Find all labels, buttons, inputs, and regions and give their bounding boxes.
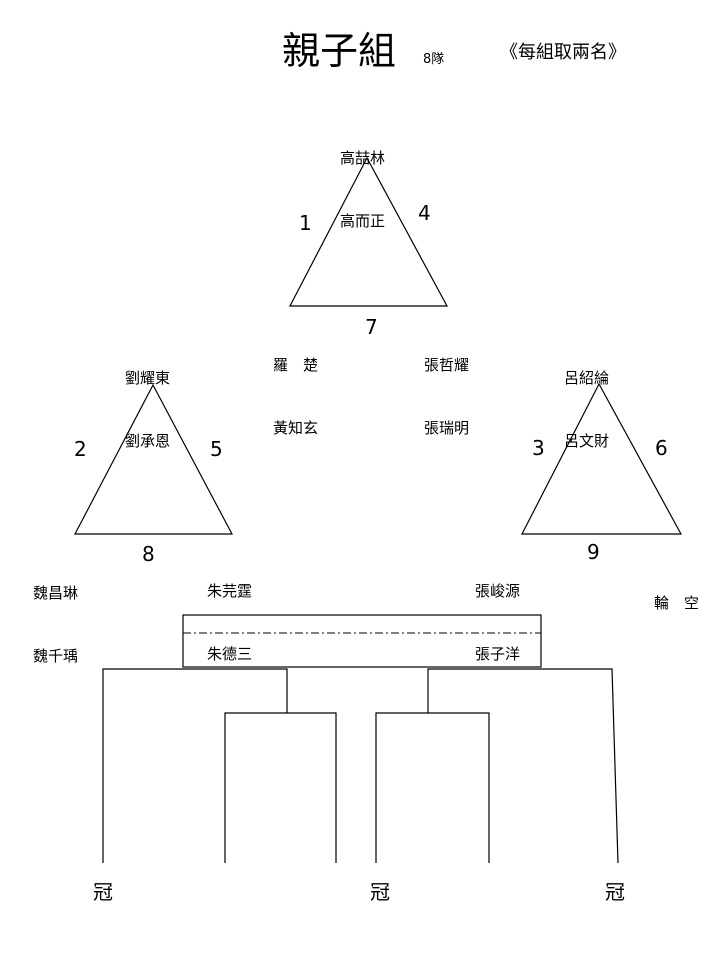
match-number: 7 xyxy=(365,315,378,339)
group-top-triangle xyxy=(289,156,449,307)
player-name: 魏昌琳 xyxy=(33,584,79,602)
player-name: 張峻源 xyxy=(475,582,521,600)
match-number: 1 xyxy=(299,211,312,235)
bracket-left-semi xyxy=(102,668,288,863)
crown-label: 冠 xyxy=(605,880,625,904)
crown-label: 冠 xyxy=(370,880,390,904)
group-left-right-team: 朱芫霆 朱德三 xyxy=(207,539,252,686)
player-name: 劉承恩 xyxy=(125,432,171,450)
group-top-apex-team: 高喆林 高而正 xyxy=(340,106,385,253)
group-right-left-team: 張峻源 張子洋 xyxy=(475,539,520,686)
match-number: 2 xyxy=(74,437,87,461)
group-top-left-team: 羅 楚 黃知玄 xyxy=(273,313,318,460)
match-number: 9 xyxy=(587,540,600,564)
player-name: 張子洋 xyxy=(475,645,521,663)
qualification-note: 《每組取兩名》 xyxy=(500,42,626,63)
player-name: 張哲耀 xyxy=(424,356,470,374)
player-name: 劉耀東 xyxy=(125,369,171,387)
match-number: 4 xyxy=(418,201,431,225)
match-number: 6 xyxy=(655,436,668,460)
player-name: 朱德三 xyxy=(207,645,253,663)
player-name: 呂文財 xyxy=(564,432,610,450)
player-name: 羅 楚 xyxy=(273,356,319,374)
player-name: 張瑞明 xyxy=(424,419,470,437)
bye-label: 輪 空 xyxy=(654,594,700,612)
group-top-right-team: 張哲耀 張瑞明 xyxy=(424,313,469,460)
match-number: 3 xyxy=(532,436,545,460)
player-name: 高喆林 xyxy=(340,149,386,167)
team-count: 8隊 xyxy=(423,52,445,67)
match-number: 8 xyxy=(142,542,155,566)
player-name: 魏千瑀 xyxy=(33,647,79,665)
final-box xyxy=(182,614,542,668)
group-left-triangle xyxy=(74,383,233,535)
player-name: 黃知玄 xyxy=(273,419,319,437)
crown-label: 冠 xyxy=(93,880,113,904)
page-title: 親子組 xyxy=(282,29,397,73)
group-right-right-team: 輪 空 xyxy=(654,551,699,635)
match-number: 5 xyxy=(210,437,223,461)
bracket-left-quarter xyxy=(224,712,337,863)
player-name: 高而正 xyxy=(340,212,386,230)
bracket xyxy=(102,614,619,864)
group-right-apex-team: 呂紹綸 呂文財 xyxy=(564,326,609,473)
bracket-right-quarter xyxy=(375,712,490,863)
group-left-apex-team: 劉耀東 劉承恩 xyxy=(125,326,170,473)
bracket-right-semi xyxy=(427,668,619,864)
player-name: 呂紹綸 xyxy=(564,369,610,387)
player-name: 朱芫霆 xyxy=(207,582,253,600)
group-left-left-team: 魏昌琳 魏千瑀 xyxy=(33,541,78,688)
group-right-triangle xyxy=(521,382,683,535)
